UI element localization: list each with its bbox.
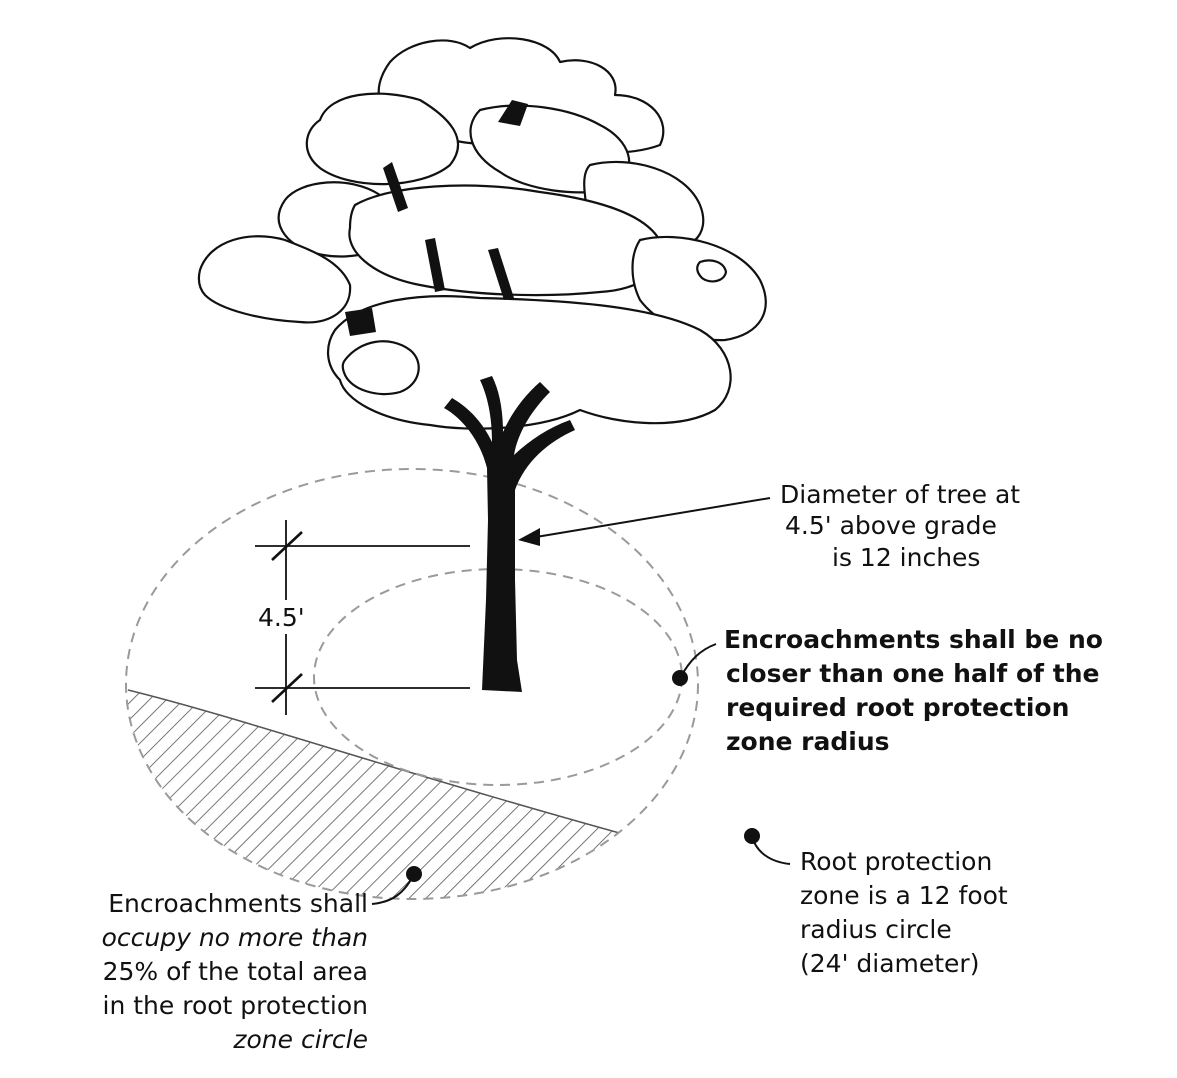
rpz-note-line-3: radius circle (800, 915, 952, 944)
encroachment-callout: Encroachments shall occupy no more than … (102, 866, 422, 1054)
rpz-note-line-2: zone is a 12 foot (800, 881, 1008, 910)
encroach-note-line-5: zone circle (232, 1025, 368, 1054)
encroach-note-line-4: in the root protection (103, 991, 369, 1020)
height-label: 4.5' (258, 603, 305, 632)
encroachment-boundary (127, 689, 698, 856)
half-radius-note-line-2: closer than one half of the (726, 659, 1099, 688)
tree-trunk (444, 376, 575, 692)
half-radius-note-line-1: Encroachments shall be no (724, 625, 1103, 654)
rpz-note-line-1: Root protection (800, 847, 992, 876)
branch-glimpses (345, 100, 528, 336)
dbh-note-line-2: 4.5' above grade (785, 511, 997, 540)
rpz-callout: Root protection zone is a 12 foot radius… (744, 828, 1008, 978)
dbh-note-line-3: is 12 inches (832, 543, 980, 572)
height-label-bg (252, 600, 322, 634)
encroach-note-line-1: Encroachments shall (108, 889, 368, 918)
half-radius-note-line-3: required root protection (726, 693, 1069, 722)
half-radius-note-line-4: zone radius (726, 727, 890, 756)
dbh-callout: Diameter of tree at 4.5' above grade is … (518, 480, 1020, 572)
half-radius-callout: Encroachments shall be no closer than on… (672, 625, 1103, 756)
dbh-note-line-1: Diameter of tree at (780, 480, 1020, 509)
encroach-note-line-2: occupy no more than (102, 923, 368, 952)
tree-canopy (197, 37, 767, 430)
root-protection-zone-circle (125, 468, 699, 900)
encroach-note-line-3: 25% of the total area (103, 957, 368, 986)
rpz-note-line-4: (24' diameter) (800, 949, 979, 978)
encroachment-area (126, 690, 698, 899)
